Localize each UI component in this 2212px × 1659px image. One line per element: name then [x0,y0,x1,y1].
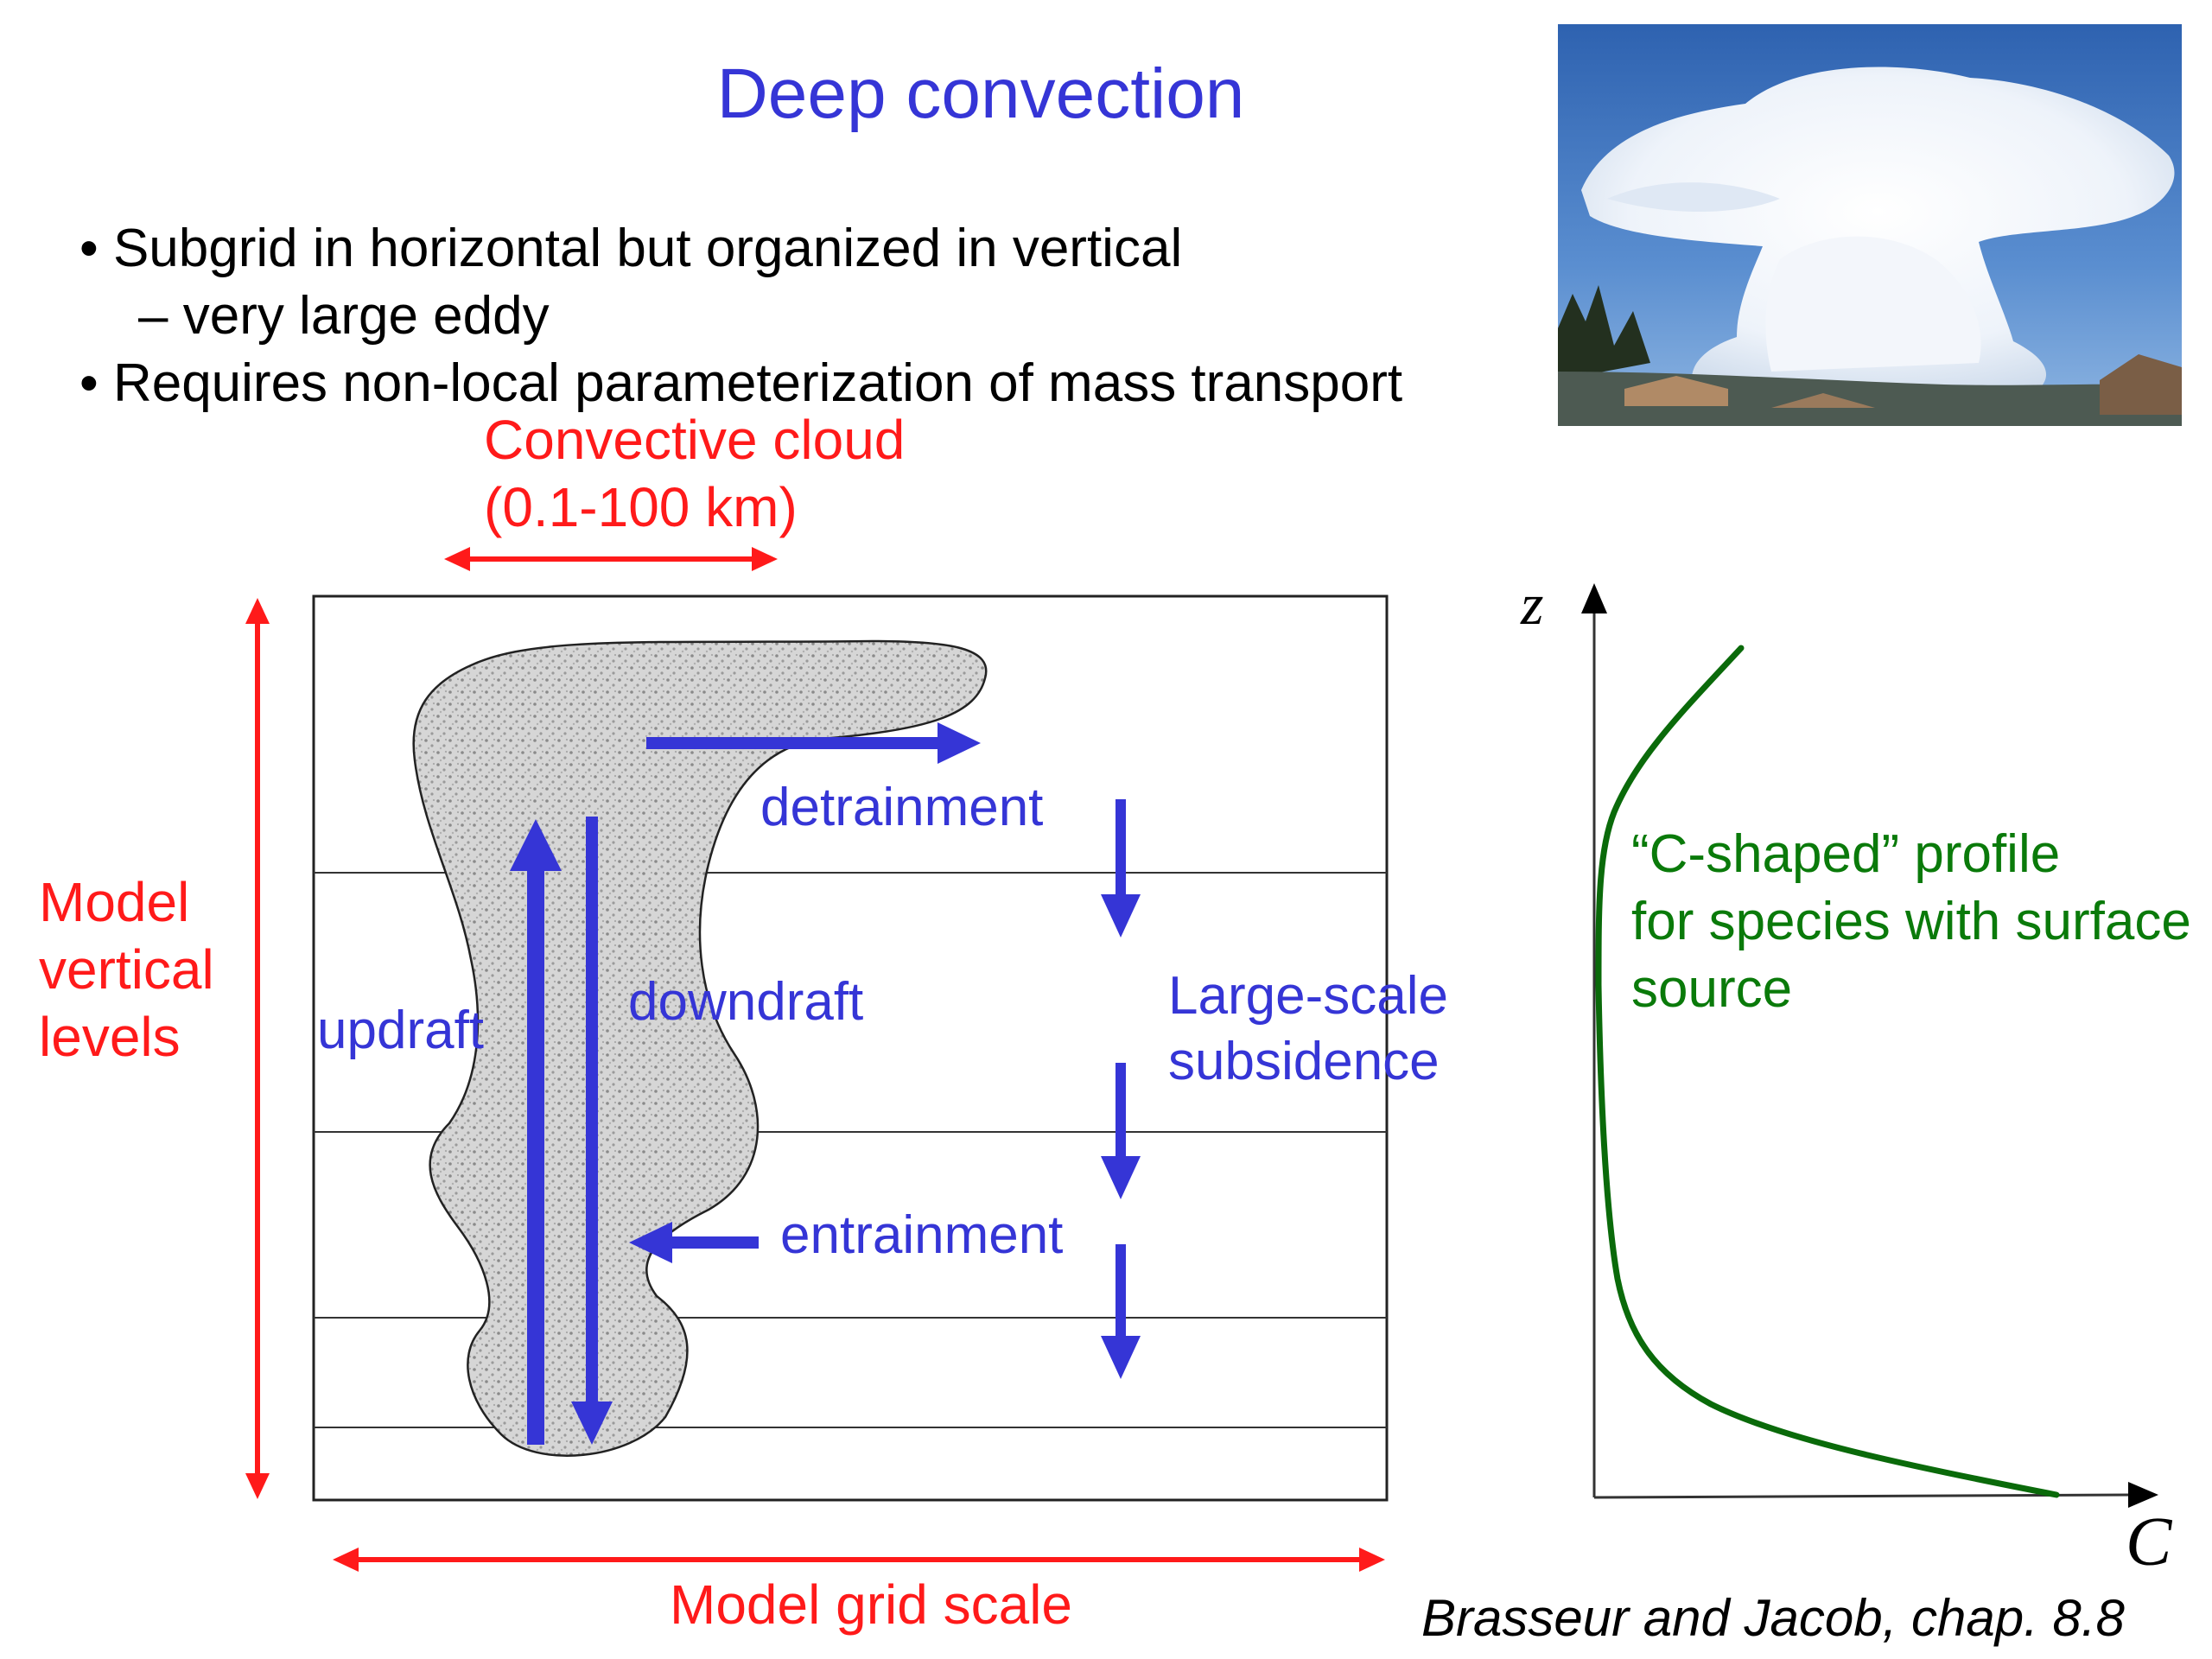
subsidence-label: Large-scale subsidence [1168,963,1448,1095]
bullet-1: • Subgrid in horizontal but organized in… [79,219,1183,278]
profile-note-line3: source [1631,959,1793,1019]
convective-cloud-label: Convective cloud (0.1-100 km) [484,406,905,541]
blue-arrows [510,722,1141,1445]
slide-title: Deep convection [716,54,1245,133]
entrainment-label: entrainment [780,1205,1064,1265]
detrainment-label: detrainment [760,778,1044,837]
bullet-1-sub: – very large eddy [138,286,550,346]
c-shaped-profile-note: “C-shaped” profile for species with surf… [1631,821,2191,1023]
profile-note-line1: “C-shaped” profile [1631,824,2061,884]
vertical-levels-line2: vertical [39,938,214,1001]
citation: Brasseur and Jacob, chap. 8.8 [1421,1589,2125,1647]
bullet-1-text: Subgrid in horizontal but organized in v… [112,219,1183,278]
z-axis-arrowhead [1581,583,1607,613]
downdraft-label: downdraft [628,972,864,1032]
convective-cloud-label-line1: Convective cloud [484,409,906,471]
bullet-2-text: Requires non-local parameterization of m… [112,353,1403,413]
updraft-label: updraft [317,1001,485,1060]
c-axis-label: C [2126,1504,2172,1580]
red-arrows [245,547,1385,1572]
subsidence-label-line2: subsidence [1168,1032,1440,1091]
vertical-levels-line3: levels [39,1006,181,1068]
z-axis-label: z [1521,571,1544,637]
cumulonimbus-photo [1558,24,2182,426]
c-axis-arrowhead [2128,1482,2158,1508]
subsidence-label-line1: Large-scale [1168,966,1448,1026]
profile-axes [1581,583,2158,1508]
grid-scale-label: Model grid scale [670,1573,1072,1636]
convective-cloud-shape [412,639,988,1457]
bullet-2: • Requires non-local parameterization of… [79,353,1403,413]
vertical-levels-label: Model vertical levels [39,868,214,1071]
profile-note-line2: for species with surface [1631,892,2191,951]
convective-cloud-label-line2: (0.1-100 km) [484,476,798,538]
c-shaped-profile-curve [1595,645,2060,1498]
vertical-levels-line1: Model [39,871,190,933]
c-axis [1593,1493,2133,1499]
